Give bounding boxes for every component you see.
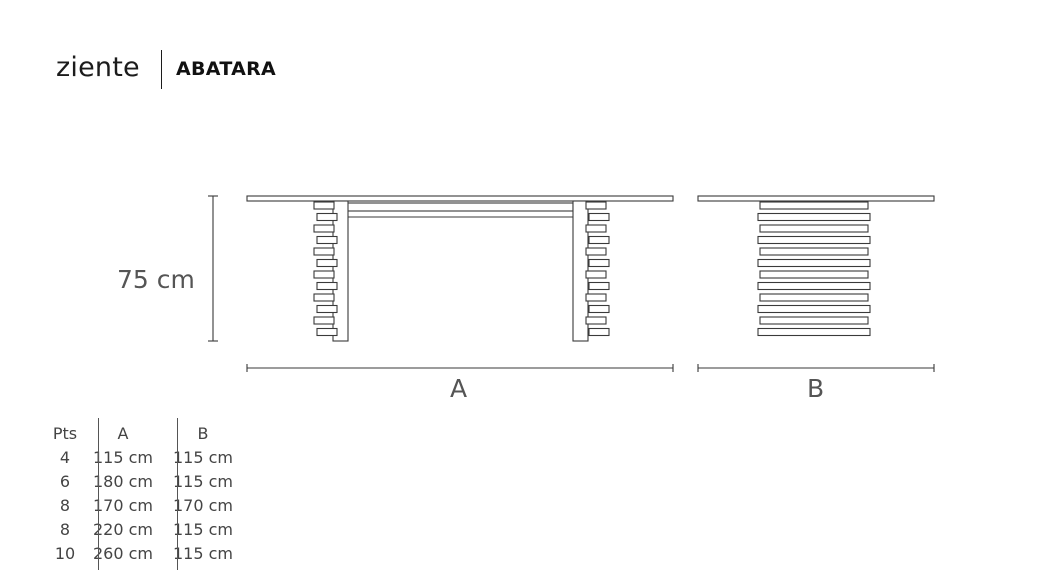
table-row: 6 180 cm 115 cm [47,469,243,493]
leg-block [588,212,610,222]
leg-block [585,247,607,256]
header-a: A [117,423,129,443]
leg-block [585,270,607,279]
cell-pts: 4 [59,447,71,467]
brand-divider [161,50,163,89]
cell-a: 180 cm [92,471,153,491]
cell-a: 220 cm [92,519,153,539]
cell-b: 170 cm [172,495,233,515]
header-b: B [197,423,209,443]
cell-pts: 6 [59,471,71,491]
cell-pts: 10 [54,543,76,563]
side-slat [759,201,869,210]
side-slat [757,258,871,268]
side-slat [757,212,871,222]
cell-pts: 8 [59,495,71,515]
cell-b: 115 cm [172,543,233,563]
cell-a: 170 cm [92,495,153,515]
leg-block [316,258,338,268]
table-row: 8 220 cm 115 cm [47,517,243,541]
table-row: 8 170 cm 170 cm [47,493,243,517]
model-name: ABATARA [176,58,277,80]
cell-b: 115 cm [172,447,233,467]
front-view-a [246,195,674,342]
leg-block [585,201,607,210]
leg-block [313,247,335,256]
leg-block [313,201,335,210]
leg-block [585,293,607,302]
brand-logo: ziente [56,52,140,83]
side-slat [759,247,869,256]
leg-block [313,224,335,233]
leg-block [316,327,338,337]
cell-a: 260 cm [92,543,153,563]
leg-block [316,235,338,245]
side-slat [757,235,871,245]
leg-block [588,281,610,291]
side-view-b [697,195,935,337]
table-divider-1 [98,418,99,570]
leg-block [585,224,607,233]
leg-block [588,327,610,337]
dimensions-table: Pts A B 4 115 cm 115 cm 6 180 cm 115 cm … [47,421,243,565]
side-slat [757,304,871,314]
cell-pts: 8 [59,519,71,539]
leg-block [313,316,335,325]
leg-block [316,281,338,291]
side-slat [759,316,869,325]
table-header-row: Pts A B [47,421,243,445]
dimension-label-b: B [807,374,825,403]
side-slat [759,224,869,233]
cell-b: 115 cm [172,519,233,539]
cell-a: 115 cm [92,447,153,467]
table-row: 10 260 cm 115 cm [47,541,243,565]
leg-block [588,304,610,314]
height-dimension-line [208,195,218,342]
width-dimension-a [246,364,674,372]
leg-block [313,270,335,279]
leg-block [316,304,338,314]
leg-block [588,235,610,245]
table-divider-2 [177,418,178,570]
leg-block [588,258,610,268]
side-slat [759,270,869,279]
height-label: 75 cm [117,265,195,294]
leg-block [313,293,335,302]
width-dimension-b [697,364,935,372]
side-slat [757,281,871,291]
dimension-label-a: A [450,374,468,403]
leg-block [316,212,338,222]
cell-b: 115 cm [172,471,233,491]
leg-block [585,316,607,325]
table-row: 4 115 cm 115 cm [47,445,243,469]
side-slat [757,327,871,337]
side-slat [759,293,869,302]
header-pts: Pts [52,423,78,443]
